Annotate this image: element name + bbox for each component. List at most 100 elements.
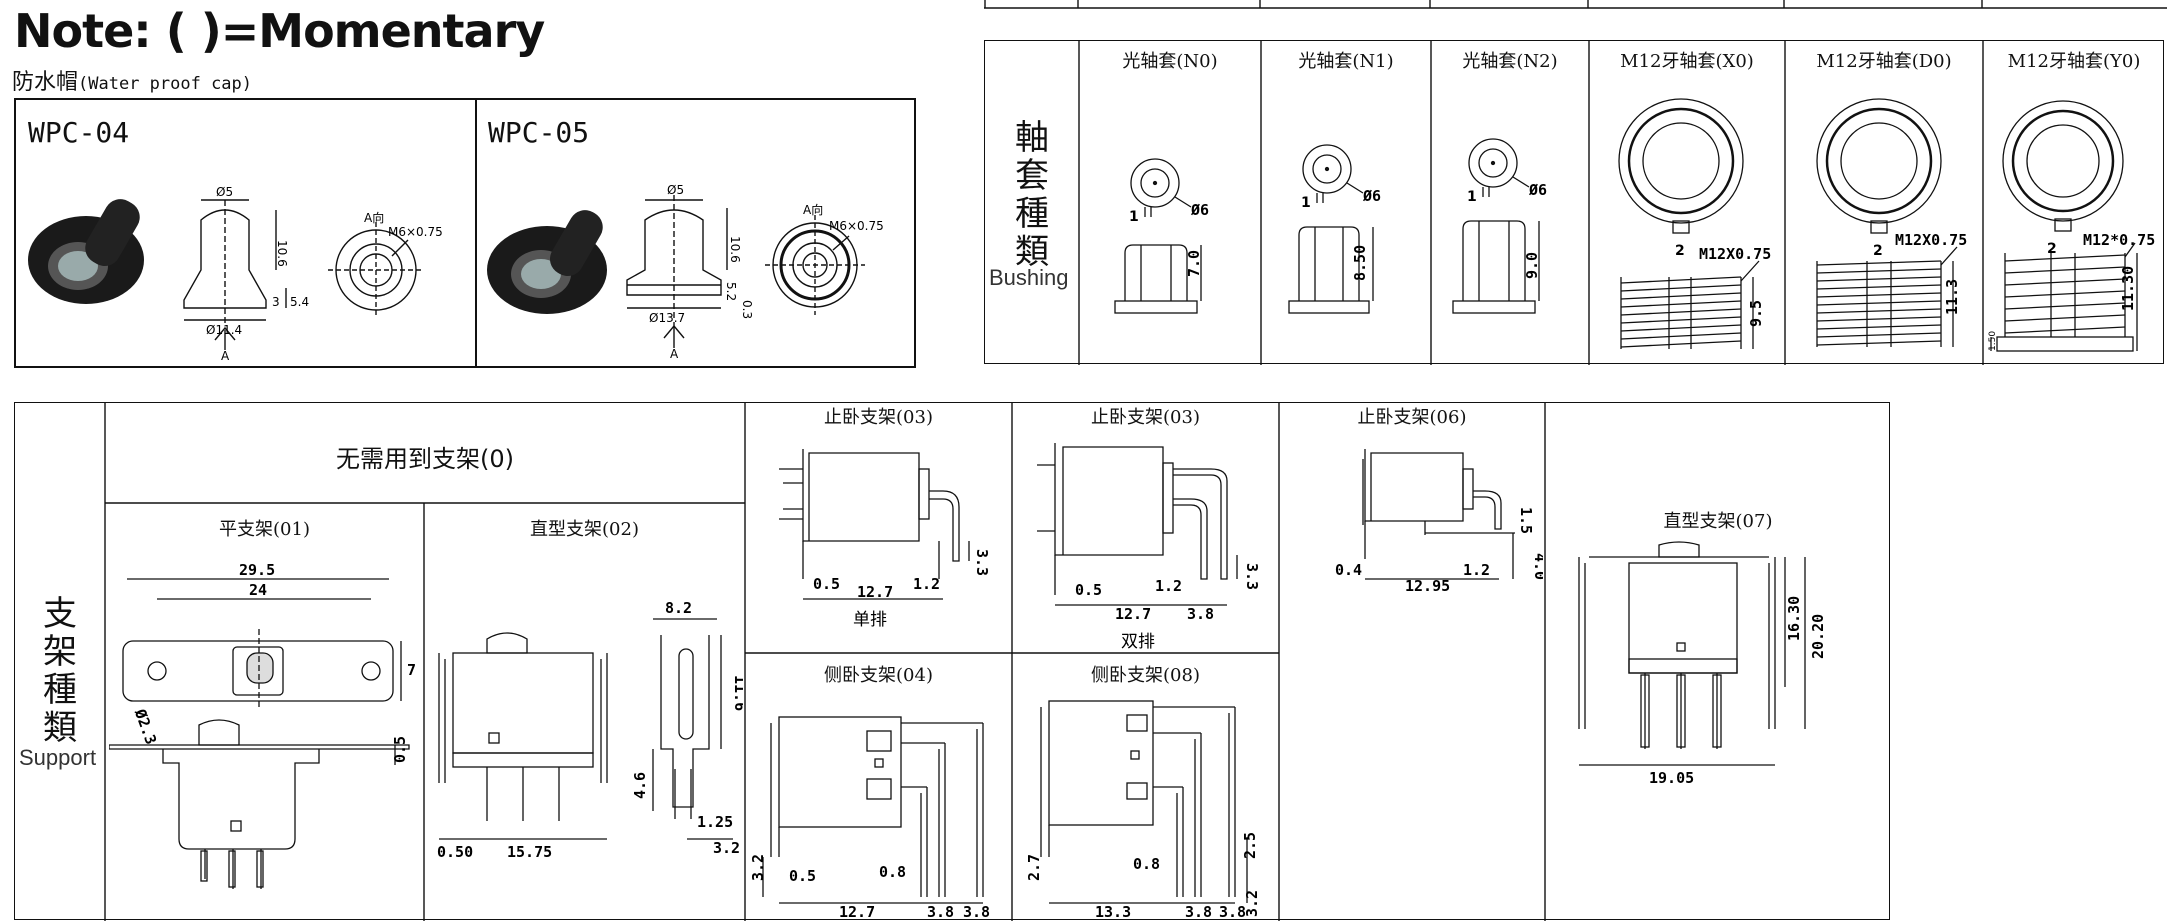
support-side04-a: 0.5 xyxy=(789,867,816,885)
bushing-col-n1: 光轴套(N1) xyxy=(1298,51,1394,72)
cap-wpc05-dtop: Ø5 xyxy=(667,183,684,197)
support-hor03b-caption: 双排 xyxy=(1121,632,1155,652)
cap-wpc05-photo xyxy=(487,210,607,314)
bushing-n1-key: 1 xyxy=(1301,195,1311,211)
support-straight02-w: 8.2 xyxy=(665,599,692,617)
cap-wpc04-dbase: Ø11.4 xyxy=(206,323,242,337)
bushing-label-cn-3: 種 xyxy=(1015,194,1049,234)
bushing-col-y0: M12牙轴套(Y0) xyxy=(2007,51,2141,72)
support-side08-b: 0.8 xyxy=(1133,855,1160,873)
support-side04-h: 3.2 xyxy=(749,854,767,881)
support-hor03a-a: 0.5 xyxy=(813,575,840,593)
cap-wpc04-thread: M6×0.75 xyxy=(388,225,443,239)
cap-wpc04-h3: 3 xyxy=(272,295,280,309)
support-table: 支 架 種 類 Support 无需用到支架(0) 平支架(01) 直型支架(0… xyxy=(14,402,1890,921)
support-straight02-title: 直型支架(02) xyxy=(530,519,639,540)
support-side08-drawing: 2.7 0.8 13.3 3.8 3.8 2.5 3.2 xyxy=(1025,700,1261,919)
support-hor06-span: 12.95 xyxy=(1405,577,1450,595)
support-label-cn-1: 支 xyxy=(43,594,77,634)
support-straight02-d2: 3.2 xyxy=(713,839,740,857)
support-flat-w1: 29.5 xyxy=(239,561,275,579)
support-straight02-h2: 4.6 xyxy=(631,772,649,799)
upper-table-remnant xyxy=(984,0,2167,9)
bushing-n0-dia: Ø6 xyxy=(1190,201,1209,219)
cap-model-wpc04: WPC-04 xyxy=(28,116,130,149)
cap-table: WPC-04 WPC-05 Ø5 10.6 3 5.4 xyxy=(14,98,916,368)
support-flat-drawing: 29.5 24 7 Ø2.3 0.5 xyxy=(109,561,416,889)
support-side08-c1: 3.8 xyxy=(1185,903,1212,919)
bushing-col-x0: M12牙轴套(X0) xyxy=(1620,51,1754,72)
page-title: Note: ( )=Momentary xyxy=(14,4,545,58)
bushing-d0-thread xyxy=(1816,260,1942,346)
bushing-col-n2: 光轴套(N2) xyxy=(1462,51,1558,72)
bushing-col-n0: 光轴套(N0) xyxy=(1122,51,1218,72)
support-none: 无需用到支架(0) xyxy=(336,445,514,473)
bushing-label: 軸 套 種 類 xyxy=(1007,119,1057,271)
support-straight02-d1: 1.25 xyxy=(697,813,733,831)
bushing-table: 軸 套 種 類 Bushing 光轴套(N0) 光轴套(N1) 光轴套(N2) … xyxy=(984,40,2164,365)
bushing-n2-dia: Ø6 xyxy=(1528,181,1547,199)
support-label-cn-3: 種 xyxy=(43,670,77,710)
bushing-d0-thread-label: M12X0.75 xyxy=(1895,231,1967,249)
support-label-cn-2: 架 xyxy=(43,632,77,672)
support-side08-h: 2.7 xyxy=(1025,854,1043,881)
support-label-cn-4: 類 xyxy=(43,708,77,748)
cap-wpc05-drawing: Ø5 10.6 5.2 0.3 Ø13.7 A A向 M6×0.75 xyxy=(487,183,884,360)
cap-wpc05-h2: 5.2 xyxy=(724,282,738,301)
cap-wpc05-arrow: A xyxy=(670,347,679,360)
support-hor03a-h: 3.3 xyxy=(973,549,991,576)
support-side04-title: 侧卧支架(04) xyxy=(824,665,933,686)
cap-wpc05-dbase: Ø13.7 xyxy=(649,311,685,325)
support-hor03a-caption: 单排 xyxy=(853,610,887,630)
bushing-label-cn-2: 套 xyxy=(1015,156,1049,196)
support-hor03b-c: 3.8 xyxy=(1187,605,1214,623)
support-side08-c2: 3.8 xyxy=(1219,903,1246,919)
support-straight07-title: 直型支架(07) xyxy=(1663,511,1773,532)
bushing-x0-key: 2 xyxy=(1675,243,1685,259)
cap-wpc05-h: 10.6 xyxy=(728,236,742,263)
bushing-label-cn-1: 軸 xyxy=(1015,118,1049,158)
bushing-grid xyxy=(1078,41,1984,365)
cap-wpc05-h3: 0.3 xyxy=(740,300,754,319)
bushing-n2-drawing: 1 Ø6 9.0 xyxy=(1452,138,1547,314)
support-hor03a-drawing: 0.5 1.2 3.3 12.7 单排 xyxy=(779,449,991,630)
support-hor03a-title: 止卧支架(03) xyxy=(824,407,933,428)
bushing-n1-height: 8.50 xyxy=(1351,245,1369,281)
support-hor06-h2: 4.0 xyxy=(1531,553,1543,580)
bushing-x0-height: 9.5 xyxy=(1747,300,1765,327)
cap-title-cn: 防水帽 xyxy=(12,70,79,95)
support-hor03a-span: 12.7 xyxy=(857,583,893,601)
support-hor03b-title: 止卧支架(03) xyxy=(1091,407,1200,428)
support-hor06-b: 1.2 xyxy=(1463,561,1490,579)
support-hor06-title: 止卧支架(06) xyxy=(1357,407,1467,428)
cap-divider xyxy=(475,100,477,366)
support-flat-title: 平支架(01) xyxy=(219,519,310,540)
support-side08-span: 13.3 xyxy=(1095,903,1131,919)
support-straight07-h1: 16.30 xyxy=(1785,596,1803,641)
support-side08-title: 侧卧支架(08) xyxy=(1091,665,1200,686)
bushing-n0-key: 1 xyxy=(1129,209,1139,225)
support-side04-b: 0.8 xyxy=(879,863,906,881)
support-hor06-h1: 1.5 xyxy=(1517,507,1535,534)
cap-wpc04-view: A向 xyxy=(364,210,384,225)
cap-title-en: (Water proof cap) xyxy=(78,74,253,94)
cap-wpc04-photo xyxy=(28,199,144,304)
support-side08-v1: 2.5 xyxy=(1241,832,1259,859)
support-grid xyxy=(104,403,1546,921)
bushing-y0-thread xyxy=(2004,254,2126,334)
support-straight02-p: 0.50 xyxy=(437,843,473,861)
bushing-d0-drawing: 2 M12X0.75 11.3 xyxy=(1816,98,1967,347)
support-label-en: Support xyxy=(19,745,97,770)
support-hor03b-b: 1.2 xyxy=(1155,577,1182,595)
bushing-label-en: Bushing xyxy=(989,265,1069,290)
support-hor03b-drawing: 0.5 1.2 12.7 3.8 3.3 双排 xyxy=(1037,443,1261,652)
bushing-x0-drawing: 2 M12X0.75 9.5 xyxy=(1618,98,1771,349)
bushing-d0-height: 11.3 xyxy=(1943,279,1961,315)
support-straight07-h2: 20.20 xyxy=(1809,614,1827,659)
bushing-y0-thread-label: M12*0.75 xyxy=(2083,231,2155,249)
support-label: 支 架 種 類 xyxy=(35,595,85,747)
support-straight02-h: 11.6 xyxy=(731,675,743,711)
support-hor03a-b: 1.2 xyxy=(913,575,940,593)
bushing-y0-extra: 1.50 xyxy=(1988,331,1998,351)
cap-section-title: 防水帽(Water proof cap) xyxy=(12,64,252,96)
